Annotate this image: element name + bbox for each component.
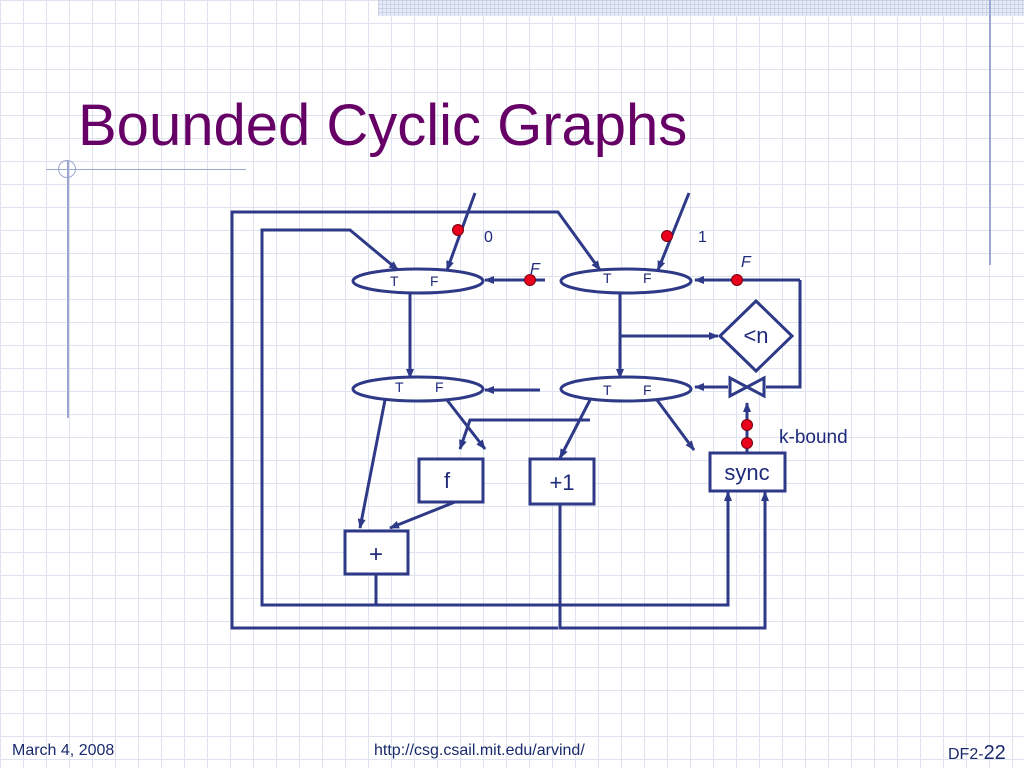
slide-title: Bounded Cyclic Graphs [78,93,688,158]
switch-left-top-false-label: F [430,273,439,289]
left-decorative-rule [67,160,69,418]
footer-url: http://csg.csail.mit.edu/arvind/ [374,742,585,759]
bound-label: k-bound [779,427,848,448]
edge-inner-loop-top [260,228,399,607]
control-right-false-label: F [741,254,752,271]
token-control-left [524,274,536,286]
footer-date: March 4, 2008 [12,742,115,759]
switch-right-top [559,267,693,295]
add-label: + [369,541,383,568]
edge-outer-loop-top [230,210,602,630]
token-kbound-top [741,419,753,431]
edge-inc-to-sync [558,491,769,630]
switch-left-bottom-true-label: T [395,379,404,395]
footer-page-prefix: DF2- [948,746,984,763]
edge-f-to-add [389,500,456,530]
switch-right-top-true-label: T [603,270,612,286]
switch-left-top [351,267,485,295]
edge-right-bottom-to-f [458,418,590,450]
increment-box [528,457,596,506]
title-underline-rule [46,169,246,170]
switch-right-bottom [559,375,693,403]
footer-page-number: DF2-22 [948,742,1006,765]
title-circle-ornament [58,160,76,178]
edge-left-bottom-to-add [357,399,387,529]
switch-right-top-false-label: F [643,270,652,286]
control-left-false-label: F [530,261,541,278]
token-input-left [452,224,464,236]
func-box [417,457,485,504]
token-kbound-bottom [741,437,753,449]
top-decorative-band [378,0,1024,16]
diagram-edges [230,192,802,630]
increment-label: +1 [549,470,574,495]
edge-compare-loop [766,280,802,389]
switch-left-bottom [351,375,485,403]
switch-right-bottom-true-label: T [603,382,612,398]
func-label: f [444,468,451,493]
input-right-value: 1 [698,229,707,246]
edge-left-bottom-to-f [445,399,487,450]
edge-add-to-sync [374,491,732,607]
sync-label: sync [724,460,769,485]
compare-node [717,298,795,374]
sync-box [708,451,787,493]
switch-left-top-true-label: T [390,273,399,289]
edge-right-bottom-to-inc [558,399,592,459]
gate-node [728,375,766,399]
switch-left-bottom-false-label: F [435,379,444,395]
token-input-right [661,230,673,242]
edge-input-right [656,192,691,271]
footer-page-digits: 22 [983,742,1006,764]
edge-right-bottom-to-sync [655,399,696,451]
compare-label: <n [743,323,768,348]
switch-right-bottom-false-label: F [643,382,652,398]
input-left-value: 0 [484,229,493,246]
right-decorative-rule [989,0,991,265]
add-box [343,529,410,576]
token-control-right [731,274,743,286]
